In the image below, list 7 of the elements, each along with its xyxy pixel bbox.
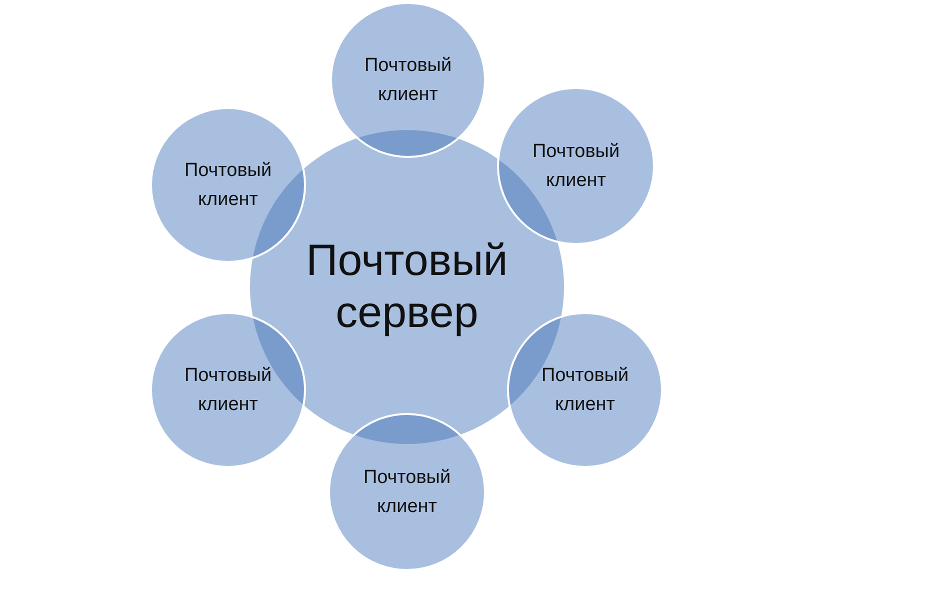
node-label: Почтовый клиент xyxy=(362,466,452,519)
node-label: Почтовый клиент xyxy=(540,364,630,417)
node-label: Почтовый клиент xyxy=(363,54,453,107)
node-label: Почтовый сервер xyxy=(305,235,509,339)
node-label: Почтовый клиент xyxy=(531,140,621,193)
node-label: Почтовый клиент xyxy=(183,159,273,212)
node-label: Почтовый клиент xyxy=(183,364,273,417)
